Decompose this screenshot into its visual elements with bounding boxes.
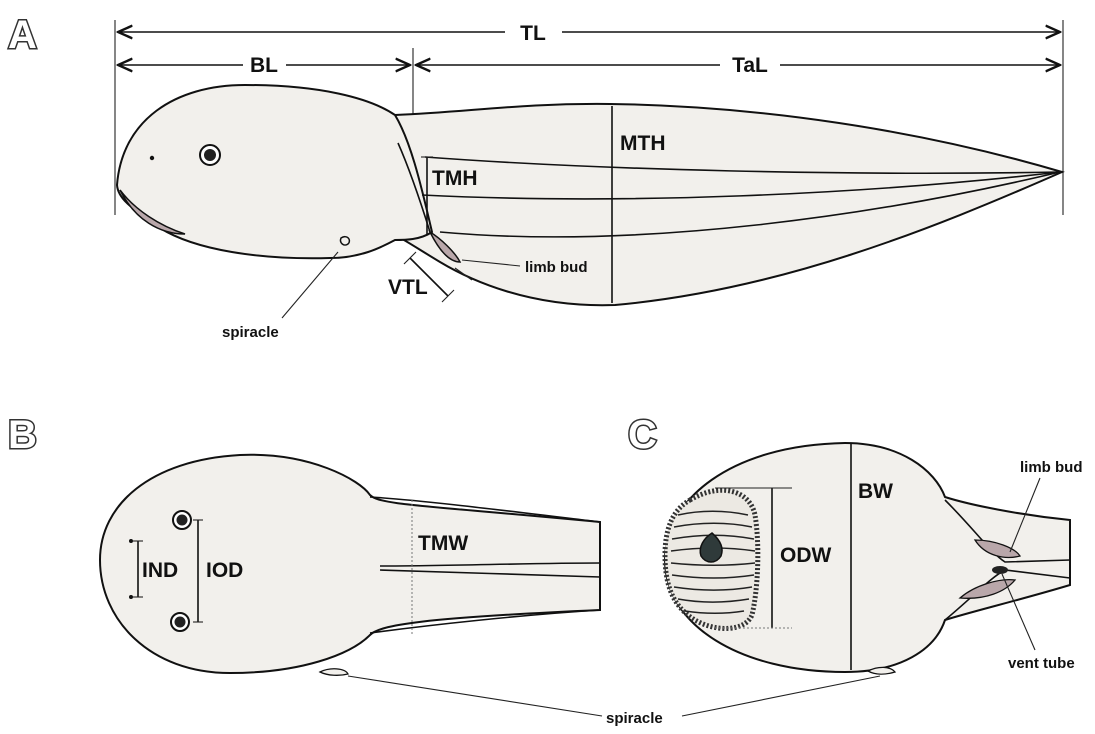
spiracle-pointer-a xyxy=(282,252,338,318)
eye-dorsal-top-pupil xyxy=(177,515,188,526)
panel-b: B IND IOD TMW xyxy=(8,413,600,675)
spiracle-dorsal xyxy=(320,669,348,676)
spiracle-pointer-c xyxy=(682,676,880,716)
spiracle-label-a: spiracle xyxy=(222,324,279,341)
iod-label: IOD xyxy=(206,559,243,582)
panel-a: A TL BL TaL xyxy=(8,13,1063,341)
naris-bottom xyxy=(129,595,133,599)
ind-label: IND xyxy=(142,559,178,582)
eye-pupil-lateral xyxy=(204,149,216,161)
panel-a-letter: A xyxy=(8,13,37,57)
nostril-lateral xyxy=(150,156,154,160)
mth-label: MTH xyxy=(620,132,666,155)
panel-c-letter: C xyxy=(628,413,657,457)
body-lateral xyxy=(117,85,432,258)
bl-label: BL xyxy=(250,54,278,77)
naris-top xyxy=(129,539,133,543)
bw-label: BW xyxy=(858,480,893,503)
vent-tube xyxy=(992,566,1008,574)
spiracle-label-bc: spiracle xyxy=(606,710,663,727)
eye-dorsal-bottom-pupil xyxy=(175,617,186,628)
tal-label: TaL xyxy=(732,54,768,77)
tmw-label: TMW xyxy=(418,532,468,555)
spiracle-shared-annotation: spiracle xyxy=(348,676,880,727)
tl-label: TL xyxy=(520,22,546,45)
vent-tube-label: vent tube xyxy=(1008,655,1075,672)
tmh-label: TMH xyxy=(432,167,478,190)
spiracle-pointer-b xyxy=(348,676,602,716)
panel-b-letter: B xyxy=(8,413,37,457)
odw-label: ODW xyxy=(780,544,832,567)
tail-fin-lateral xyxy=(395,104,1062,305)
limb-bud-label-c: limb bud xyxy=(1020,459,1083,476)
limb-bud-label-a: limb bud xyxy=(525,259,588,276)
panel-c: C ODW BW xyxy=(628,413,1083,674)
vtl-label: VTL xyxy=(388,276,428,299)
